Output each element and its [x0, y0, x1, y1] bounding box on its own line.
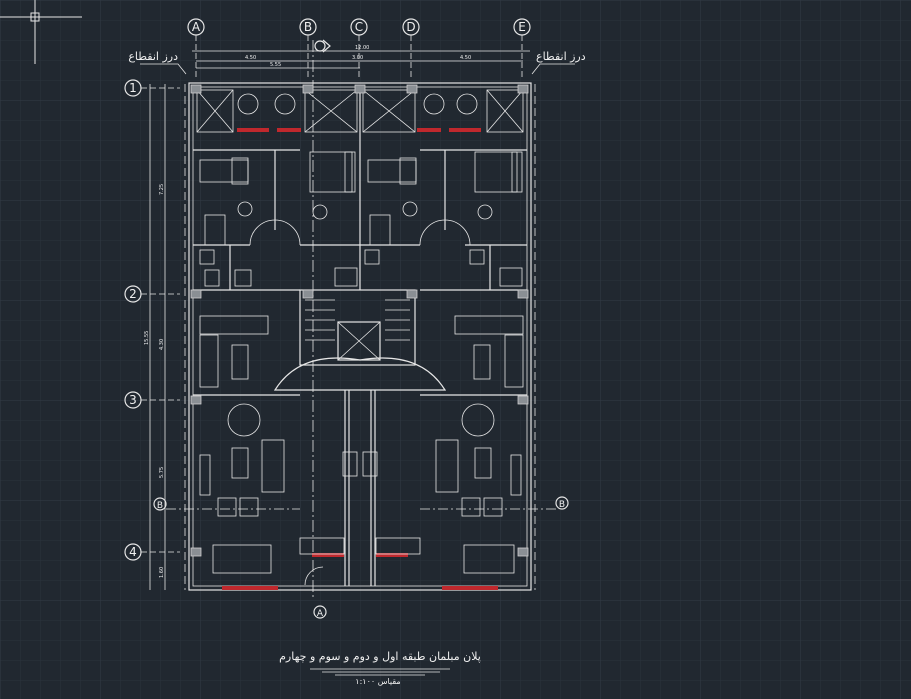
windows [222, 128, 498, 590]
bathroom-fixtures [199, 214, 523, 287]
svg-text:1.60: 1.60 [159, 567, 165, 578]
axis-C: C [350, 18, 368, 80]
svg-text:2: 2 [129, 287, 137, 301]
svg-text:3: 3 [129, 393, 137, 407]
top-dimensions: 12.00 4.50 3.00 4.50 5.55 [192, 45, 530, 69]
svg-text:15.55: 15.55 [144, 331, 150, 345]
row-axes: 1 2 3 4 15.55 7.25 4.30 5.75 1.60 [124, 79, 536, 590]
svg-text:E: E [518, 20, 526, 34]
svg-text:B: B [559, 500, 565, 510]
axis-B: B [299, 18, 317, 80]
svg-text:درز انقطاع: درز انقطاع [128, 50, 178, 63]
drawing-title: پلان مبلمان طبقه اول و دوم و سوم و چهارم [279, 650, 481, 663]
axis-D: D [402, 18, 420, 80]
svg-text:5.75: 5.75 [159, 467, 165, 478]
axis-E: E [513, 18, 531, 80]
drawing-title-block: پلان مبلمان طبقه اول و دوم و سوم و چهارم… [279, 650, 481, 686]
section-marker-A-bottom: A [313, 605, 327, 619]
svg-text:B: B [304, 20, 312, 34]
column-axes: A B C D E [187, 18, 531, 80]
svg-text:12.00: 12.00 [355, 45, 369, 51]
section-marker-B-right: B [420, 496, 569, 510]
sofa-icons [199, 315, 524, 517]
dining-table-icons [212, 451, 515, 574]
axis-A: A [187, 18, 205, 80]
drawing-scale: مقیاس ۱:۱۰۰ [355, 677, 400, 686]
svg-text:درز انقطاع: درز انقطاع [536, 50, 586, 63]
svg-text:A: A [317, 609, 324, 619]
expansion-joint-right: درز انقطاع [531, 50, 586, 75]
axis-3: 3 [124, 391, 180, 409]
axis-2: 2 [124, 285, 180, 303]
bed-icons [199, 151, 523, 193]
svg-text:1: 1 [129, 81, 137, 95]
svg-text:D: D [406, 20, 415, 34]
expansion-joint-left: درز انقطاع [128, 50, 187, 75]
section-marker-B-left: B [153, 497, 300, 511]
svg-text:3.00: 3.00 [352, 55, 363, 61]
svg-text:7.25: 7.25 [159, 184, 165, 195]
axis-4: 4 [124, 543, 180, 561]
svg-text:C: C [355, 20, 363, 34]
crosshair-cursor-icon [0, 0, 82, 64]
svg-text:4.50: 4.50 [245, 55, 256, 61]
svg-text:4.30: 4.30 [159, 339, 165, 350]
svg-text:A: A [192, 20, 201, 34]
svg-text:4: 4 [129, 545, 137, 559]
svg-text:4.50: 4.50 [460, 55, 471, 61]
axis-1: 1 [124, 79, 180, 97]
svg-text:B: B [157, 501, 163, 511]
svg-text:5.55: 5.55 [270, 62, 281, 68]
floor-plan [188, 82, 532, 591]
plant-icons [237, 93, 493, 220]
